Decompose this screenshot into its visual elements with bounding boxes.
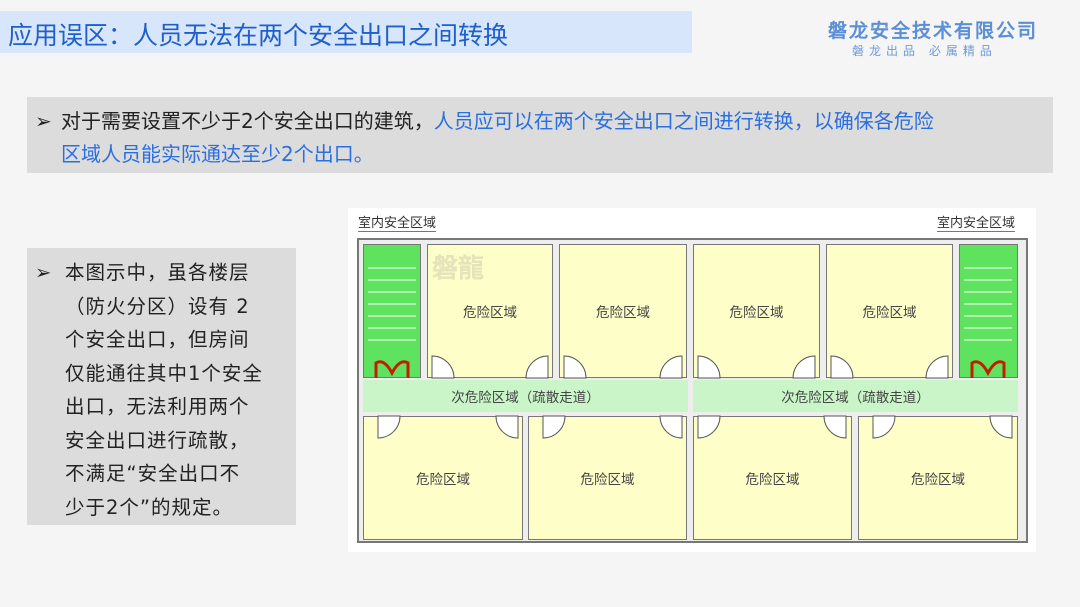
safe-area-label-right: 室内安全区域 <box>937 212 1016 232</box>
room: 危险区域 <box>528 416 687 540</box>
exit-door-icon <box>374 360 1006 378</box>
corridor-right: 次危险区域（疏散走道） <box>693 380 1018 412</box>
room: 危险区域 <box>858 416 1018 540</box>
note-line: 仅能通往其中1个安全 <box>65 361 263 385</box>
note-line: 不满足“安全出口不 <box>65 462 241 485</box>
intro-plain: 对于需要设置不少于2个安全出口的建筑， <box>61 109 434 133</box>
intro-highlight-2: 区域人员能实际通达至少2个出口。 <box>61 142 374 166</box>
company-logo-text: 磐龙安全技术有限公司 <box>828 20 1039 42</box>
title-bar <box>0 11 692 53</box>
bullet-icon: ➢ <box>35 109 52 133</box>
doors-and-stairs <box>368 267 1013 439</box>
note-box: ➢ 本图示中，虽各楼层 （防火分区）设有 2 个安全出口，但房间 仅能通往其中1… <box>27 248 296 525</box>
page-title: 应用误区：人员无法在两个安全出口之间转换 <box>8 21 509 50</box>
intro-highlight: 人员应可以在两个安全出口之间进行转换，以确保各危险 <box>433 109 934 133</box>
note-line: 本图示中，虽各楼层 <box>65 261 250 284</box>
note-line: 少于2个”的规定。 <box>65 495 234 519</box>
safe-area-label-left: 室内安全区域 <box>358 212 437 232</box>
room: 危险区域 <box>826 244 953 378</box>
note-line: 个安全出口，但房间 <box>65 328 250 351</box>
note-line: （防火分区）设有 2 <box>65 294 250 318</box>
intro-box: ➢ 对于需要设置不少于2个安全出口的建筑，人员应可以在两个安全出口之间进行转换，… <box>27 97 1053 173</box>
door-swing-icon <box>377 355 1013 439</box>
note-line: 出口，无法利用两个 <box>65 395 250 418</box>
floor-plan: 室内安全区域 室内安全区域 危险区域 危险区域 危险区域 危险区域 次危险区域（… <box>348 208 1036 552</box>
room: 危险区域 <box>427 244 553 378</box>
note-text: 本图示中，虽各楼层 （防火分区）设有 2 个安全出口，但房间 仅能通往其中1个安… <box>65 256 263 524</box>
corridor-left: 次危险区域（疏散走道） <box>363 380 688 412</box>
stairwell-right <box>959 244 1018 378</box>
bullet-icon: ➢ <box>35 261 53 284</box>
intro-text: 对于需要设置不少于2个安全出口的建筑，人员应可以在两个安全出口之间进行转换，以确… <box>61 105 934 171</box>
watermark: 磐龍 <box>432 254 485 284</box>
room: 危险区域 <box>693 244 820 378</box>
room: 危险区域 <box>559 244 687 378</box>
stairwell-left <box>363 244 421 378</box>
room: 危险区域 <box>693 416 852 540</box>
room: 危险区域 <box>363 416 523 540</box>
stair-steps-icon <box>368 267 1012 341</box>
company-slogan: 磐龙出品 必属精品 <box>852 44 997 58</box>
note-line: 安全出口进行疏散， <box>65 428 250 452</box>
